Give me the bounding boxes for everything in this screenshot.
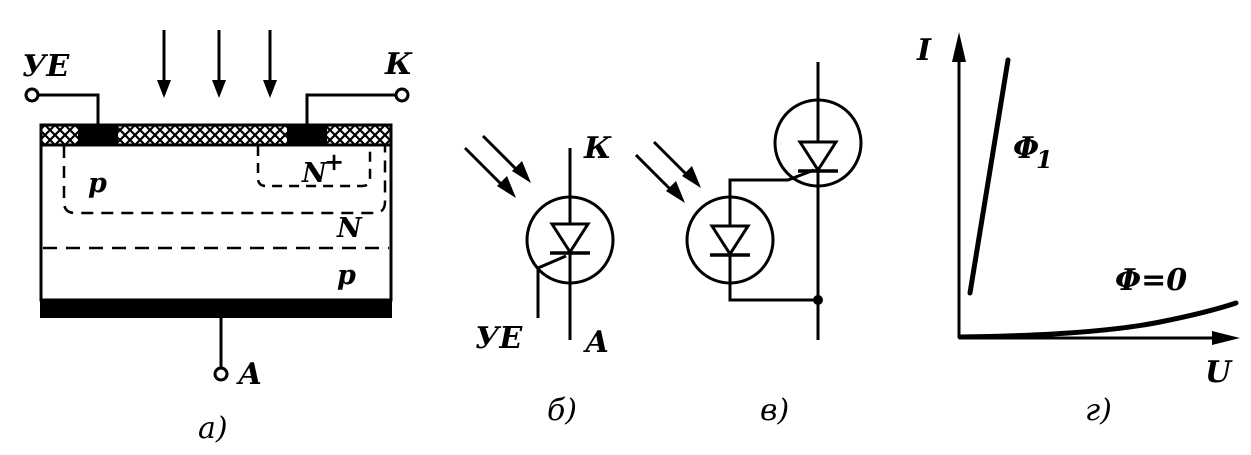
caption-b: б) [547, 393, 577, 428]
diode-triangle-photodiode [709, 224, 751, 257]
label-curve-phi1-subscript: 1 [1036, 145, 1053, 174]
anode-terminal [213, 366, 229, 382]
panel-g-iv-characteristic: I U Φ 1 Φ=0 г) [916, 32, 1240, 428]
label-x-axis: U [1205, 355, 1233, 390]
p-region-boundary [62, 146, 387, 215]
incident-light-arrows [157, 30, 277, 98]
curve-phi0 [957, 300, 1239, 340]
label-cathode: К [384, 47, 413, 82]
light-arrows-v [634, 140, 701, 203]
y-axis-arrow [952, 32, 966, 62]
cathode-contact [287, 124, 327, 146]
label-curve-phi0: Φ=0 [1115, 263, 1187, 298]
label-cathode-b: К [583, 131, 612, 166]
caption-v: в) [760, 393, 789, 428]
label-curve-phi1: Φ [1013, 131, 1039, 166]
light-arrows-b [463, 134, 531, 198]
control-electrode-contact [78, 124, 118, 146]
panel-a-cross-section: УЕ К А p N + N p а) [22, 30, 413, 446]
label-n-layer: N [336, 213, 363, 244]
label-anode-b: А [583, 325, 609, 360]
cathode-terminal [394, 87, 410, 103]
panel-b-photothyristor-symbol: К УЕ А б) [463, 131, 615, 428]
terminal-leads [24, 87, 410, 382]
panel-v-equivalent-circuit: в) [634, 62, 863, 428]
diode-triangle-thyristor [797, 140, 839, 173]
label-n-plus-region: N [301, 158, 328, 189]
anode-metallization [40, 299, 392, 318]
label-y-axis: I [916, 33, 932, 68]
label-p-region: p [88, 168, 107, 199]
label-p-layer: p [337, 260, 356, 291]
label-anode: А [236, 357, 262, 392]
diode-triangle-b [549, 222, 591, 255]
caption-a: а) [198, 411, 228, 446]
control-electrode-terminal [24, 87, 40, 103]
junction-dot [813, 295, 823, 305]
curve-phi1 [967, 57, 1011, 296]
label-n-plus-superscript: + [324, 147, 344, 176]
caption-g: г) [1085, 393, 1112, 428]
n-plus-region-boundary [256, 146, 372, 188]
x-axis-arrow [1212, 331, 1240, 345]
label-control-electrode: УЕ [22, 49, 70, 84]
label-control-electrode-b: УЕ [475, 321, 523, 356]
